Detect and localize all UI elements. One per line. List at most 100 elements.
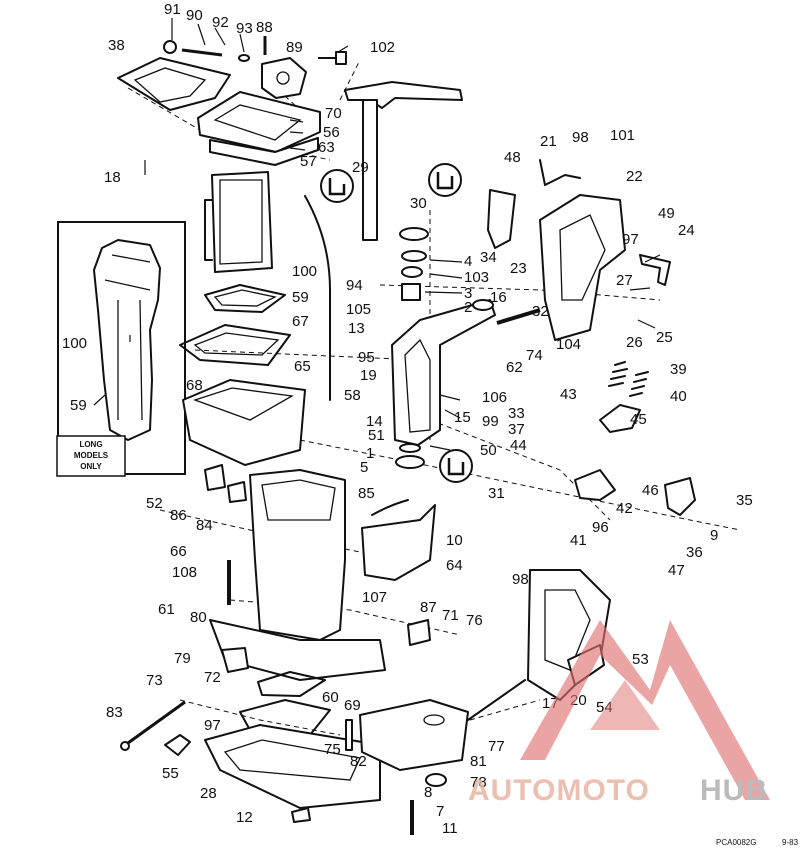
part-label: 5 bbox=[360, 459, 368, 476]
part-label: 93 bbox=[236, 20, 253, 37]
part-label: 44 bbox=[510, 437, 527, 454]
part-label: 97 bbox=[204, 717, 221, 734]
part-label: 46 bbox=[642, 482, 659, 499]
part-label: 71 bbox=[442, 607, 459, 624]
long-models-inset: LONG MODELS ONLY bbox=[56, 221, 186, 477]
part-label: 73 bbox=[146, 672, 163, 689]
part-label: 25 bbox=[656, 329, 673, 346]
part-label: 30 bbox=[410, 195, 427, 212]
part-label: 36 bbox=[686, 544, 703, 561]
part-label: 59 bbox=[292, 289, 309, 306]
part-label: 86 bbox=[170, 507, 187, 524]
watermark-brand-right: HUB bbox=[700, 774, 768, 807]
part-label: 10 bbox=[446, 532, 463, 549]
part-label: 32 bbox=[532, 303, 549, 320]
part-label: 12 bbox=[236, 809, 253, 826]
part-label: 28 bbox=[200, 785, 217, 802]
watermark-brand-left: AUTOMOTO bbox=[468, 774, 650, 807]
part-label: 11 bbox=[442, 820, 458, 837]
part-label: 97 bbox=[622, 231, 639, 248]
part-label: 3 bbox=[464, 285, 472, 302]
part-label: 50 bbox=[480, 442, 497, 459]
part-label: 70 bbox=[325, 105, 342, 122]
inset-label-line-1: LONG bbox=[79, 440, 102, 449]
part-label: 98 bbox=[512, 571, 529, 588]
part-label: 68 bbox=[186, 377, 203, 394]
part-label: 100 bbox=[292, 263, 317, 280]
part-label: 80 bbox=[190, 609, 207, 626]
part-label: 61 bbox=[158, 601, 175, 618]
part-label: 16 bbox=[490, 289, 507, 306]
part-label: 90 bbox=[186, 7, 203, 24]
part-label: 56 bbox=[323, 124, 340, 141]
part-label: 22 bbox=[626, 168, 643, 185]
part-label: 99 bbox=[482, 413, 499, 430]
part-label: 40 bbox=[670, 388, 687, 405]
part-label: 1 bbox=[366, 445, 374, 462]
part-label: 62 bbox=[506, 359, 523, 376]
part-label: 87 bbox=[420, 599, 437, 616]
part-label: 23 bbox=[510, 260, 527, 277]
part-label: 84 bbox=[196, 517, 213, 534]
inset-part-labels: 100 59 bbox=[62, 335, 87, 414]
part-label: 92 bbox=[212, 14, 229, 31]
part-label: 75 bbox=[324, 741, 341, 758]
part-label: 60 bbox=[322, 689, 339, 706]
part-label: 29 bbox=[352, 159, 369, 176]
part-label: 15 bbox=[454, 409, 471, 426]
lubrication-icon-upper bbox=[428, 163, 462, 197]
part-label: 102 bbox=[370, 39, 395, 56]
part-label: 66 bbox=[170, 543, 187, 560]
part-label: 101 bbox=[610, 127, 635, 144]
part-label: 98 bbox=[572, 129, 589, 146]
part-label: 105 bbox=[346, 301, 371, 318]
part-label: 100 bbox=[62, 335, 87, 352]
reference-date: 9-83 bbox=[782, 838, 799, 847]
part-label: 34 bbox=[480, 249, 497, 266]
part-number-labels: 91 90 92 93 88 89 38 102 70 56 63 57 18 … bbox=[104, 1, 753, 837]
part-label: 88 bbox=[256, 19, 273, 36]
part-label: 58 bbox=[344, 387, 361, 404]
part-label: 45 bbox=[630, 411, 647, 428]
part-label: 26 bbox=[626, 334, 643, 351]
part-label: 7 bbox=[436, 803, 444, 820]
part-label: 48 bbox=[504, 149, 521, 166]
part-label: 31 bbox=[488, 485, 505, 502]
part-label: 78 bbox=[470, 774, 487, 791]
part-label: 76 bbox=[466, 612, 483, 629]
part-label: 91 bbox=[164, 1, 181, 18]
part-label: 89 bbox=[286, 39, 303, 56]
part-label: 27 bbox=[616, 272, 633, 289]
part-label: 42 bbox=[616, 500, 633, 517]
part-label: 18 bbox=[104, 169, 121, 186]
part-label: 14 bbox=[366, 413, 383, 430]
part-label: 57 bbox=[300, 153, 317, 170]
leader-lines bbox=[93, 18, 661, 451]
part-label: 81 bbox=[470, 753, 487, 770]
part-label: 19 bbox=[360, 367, 377, 384]
part-label: 82 bbox=[350, 753, 367, 770]
part-label: 96 bbox=[592, 519, 609, 536]
inset-label-line-2: MODELS bbox=[74, 451, 109, 460]
part-label: 39 bbox=[670, 361, 687, 378]
part-label: 9 bbox=[710, 527, 718, 544]
part-label: 77 bbox=[488, 738, 505, 755]
part-label: 8 bbox=[424, 784, 432, 801]
inset-label-line-3: ONLY bbox=[80, 462, 102, 471]
part-label: 59 bbox=[70, 397, 87, 414]
part-label: 103 bbox=[464, 269, 489, 286]
part-label: 33 bbox=[508, 405, 525, 422]
part-label: 65 bbox=[294, 358, 311, 375]
part-label: 63 bbox=[318, 139, 335, 156]
part-label: 85 bbox=[358, 485, 375, 502]
part-label: 24 bbox=[678, 222, 695, 239]
part-label: 13 bbox=[348, 320, 365, 337]
lubrication-icon-lower bbox=[439, 449, 473, 483]
part-label: 79 bbox=[174, 650, 191, 667]
part-label: 69 bbox=[344, 697, 361, 714]
part-label: 2 bbox=[464, 299, 472, 316]
part-label: 53 bbox=[632, 651, 649, 668]
part-label: 72 bbox=[204, 669, 221, 686]
part-label: 55 bbox=[162, 765, 179, 782]
